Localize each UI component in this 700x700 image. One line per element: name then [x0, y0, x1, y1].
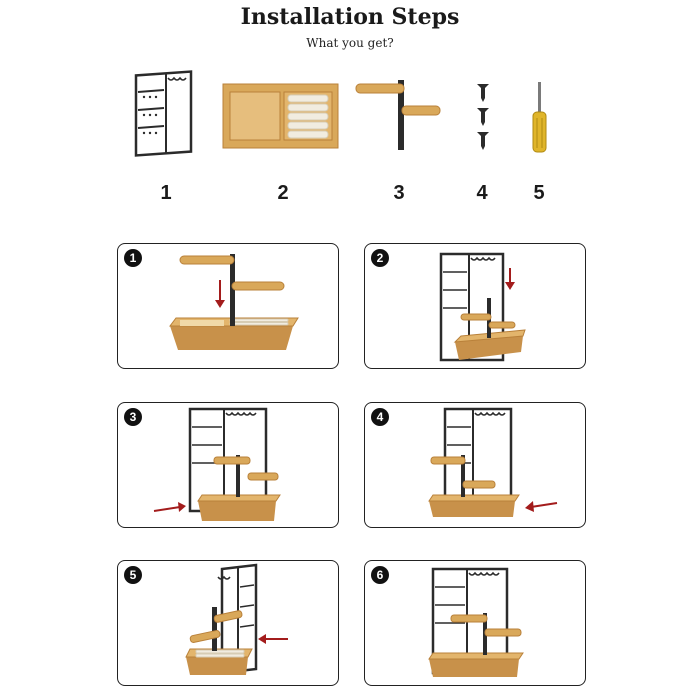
step-badge: 3	[124, 408, 142, 426]
part-number-4: 4	[476, 182, 488, 204]
screw-icon	[477, 84, 489, 150]
page-subtitle: What you get?	[306, 36, 394, 50]
step-illustration	[185, 563, 288, 675]
part-number-1: 1	[160, 182, 172, 204]
part-number-3: 3	[393, 182, 405, 204]
step-illustration	[428, 407, 558, 517]
part-bamboo-tray	[222, 82, 340, 150]
step-panel-6: 6	[364, 560, 586, 686]
step-badge: 1	[124, 249, 142, 267]
step-badge: 4	[371, 408, 389, 426]
step-panel-3: 3	[117, 402, 339, 528]
metal-frame-icon	[134, 70, 193, 157]
step-illustration	[153, 407, 281, 521]
step-panel-1: 1	[117, 243, 339, 369]
step-panel-4: 4	[364, 402, 586, 528]
screwdriver-icon	[532, 82, 547, 153]
page-title: Installation Steps	[240, 4, 460, 30]
step-illustration	[439, 252, 526, 362]
bar-post-icon	[355, 80, 441, 150]
part-number-2: 2	[277, 182, 289, 204]
step-illustration	[169, 254, 299, 350]
step-badge: 5	[124, 566, 142, 584]
step-panel-2: 2	[364, 243, 586, 369]
part-bamboo-bar-post	[352, 76, 444, 154]
step-badge: 2	[371, 249, 389, 267]
step-illustration	[428, 567, 524, 677]
part-screwdriver	[526, 80, 554, 154]
bamboo-tray-icon	[222, 83, 339, 149]
step-panel-5: 5	[117, 560, 339, 686]
part-screws	[472, 80, 494, 152]
step-badge: 6	[371, 566, 389, 584]
part-metal-frame	[128, 70, 204, 162]
part-number-5: 5	[533, 182, 545, 204]
